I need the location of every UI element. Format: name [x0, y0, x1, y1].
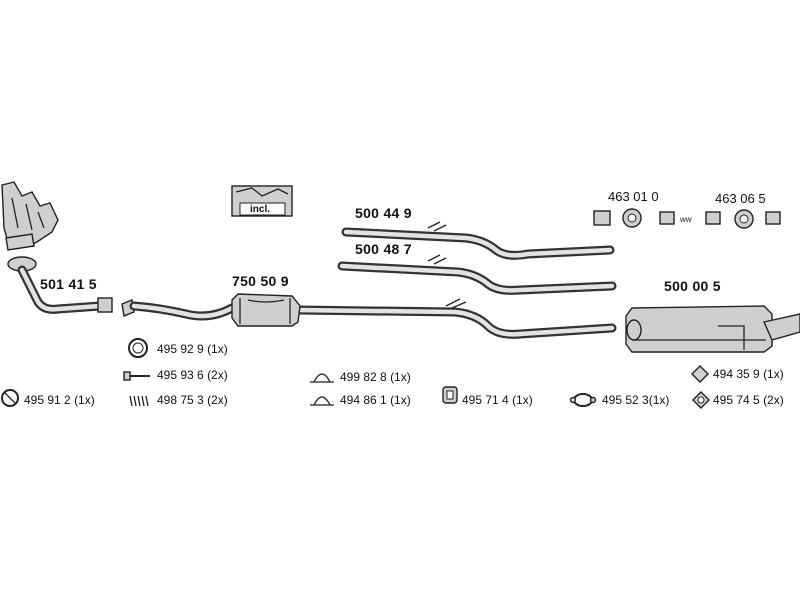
accessory-label: 495 52 3(1x)	[602, 393, 669, 407]
accessory-label: 498 75 3 (2x)	[157, 393, 228, 407]
bracket-icon	[691, 365, 709, 383]
accessory-number: 498 75 3	[157, 393, 204, 407]
u-clamp-icon	[310, 373, 334, 383]
catalyst-pipe-750-50-9[interactable]	[121, 298, 617, 339]
kit-box-icon	[231, 185, 293, 217]
part-label-manifold-pipe: 501 41 5	[40, 276, 97, 292]
accessory-label: 495 91 2 (1x)	[24, 393, 95, 407]
accessory-label: 494 86 1 (1x)	[340, 393, 411, 407]
accessory-qty: (1x)	[648, 393, 670, 407]
accessory-number: 495 74 5	[713, 393, 760, 407]
front-pipe-501-41-5[interactable]	[7, 256, 113, 314]
ring-gasket-icon	[128, 338, 148, 358]
accessory-qty: (1x)	[74, 393, 95, 407]
accessory-label: 495 93 6 (2x)	[157, 368, 228, 382]
accessory-label: 495 71 4 (1x)	[462, 393, 533, 407]
part-label-clamp-a: 463 01 0	[608, 189, 659, 204]
accessory-label: 495 74 5 (2x)	[713, 393, 784, 407]
intermediate-pipe-500-44-9[interactable]	[341, 221, 615, 260]
accessory-qty: (1x)	[763, 367, 784, 381]
accessory-number: 495 91 2	[24, 393, 71, 407]
part-label-pipe-upper: 500 44 9	[355, 205, 412, 221]
accessory-number: 499 82 8	[340, 370, 387, 384]
accessory-number: 495 52 3	[602, 393, 649, 407]
pipe-clamp-463-06-5[interactable]	[705, 209, 781, 229]
accessory-qty: (1x)	[390, 370, 411, 384]
gasket-ring-icon	[1, 389, 19, 407]
accessory-qty: (1x)	[390, 393, 411, 407]
kit-badge-label: incl.	[250, 204, 271, 215]
accessory-label: 495 92 9 (1x)	[157, 342, 228, 356]
accessory-qty: (2x)	[763, 393, 784, 407]
accessory-label: 494 35 9 (1x)	[713, 367, 784, 381]
accessory-label: 499 82 8 (1x)	[340, 370, 411, 384]
accessory-number: 495 71 4	[462, 393, 509, 407]
part-label-clamp-b: 463 06 5	[715, 191, 766, 206]
rubber-mount-icon	[442, 386, 458, 404]
part-label-rear-silencer: 500 00 5	[664, 278, 721, 294]
intermediate-pipe-500-48-7[interactable]	[337, 254, 617, 295]
catalytic-converter[interactable]	[231, 293, 301, 327]
rear-silencer-500-00-5[interactable]	[625, 305, 800, 353]
accessory-qty: (1x)	[512, 393, 533, 407]
accessory-number: 494 35 9	[713, 367, 760, 381]
part-label-pipe-lower: 500 48 7	[355, 241, 412, 257]
exhaust-manifold[interactable]	[1, 181, 59, 251]
part-label-catalyst: 750 50 9	[232, 273, 289, 289]
pipe-clamp-463-01-0[interactable]	[593, 208, 675, 228]
accessory-number: 494 86 1	[340, 393, 387, 407]
accessory-qty: (2x)	[207, 368, 228, 382]
u-clamp-icon	[310, 396, 334, 406]
spring-icon	[129, 395, 149, 407]
bolt-icon	[123, 371, 150, 381]
accessory-qty: (2x)	[207, 393, 228, 407]
accessory-number: 495 93 6	[157, 368, 204, 382]
flange-gasket-icon	[569, 393, 597, 407]
accessory-number: 495 92 9	[157, 342, 204, 356]
hanger-ring-icon	[692, 391, 710, 409]
connector-mark: ww	[679, 215, 692, 224]
accessory-qty: (1x)	[207, 342, 228, 356]
